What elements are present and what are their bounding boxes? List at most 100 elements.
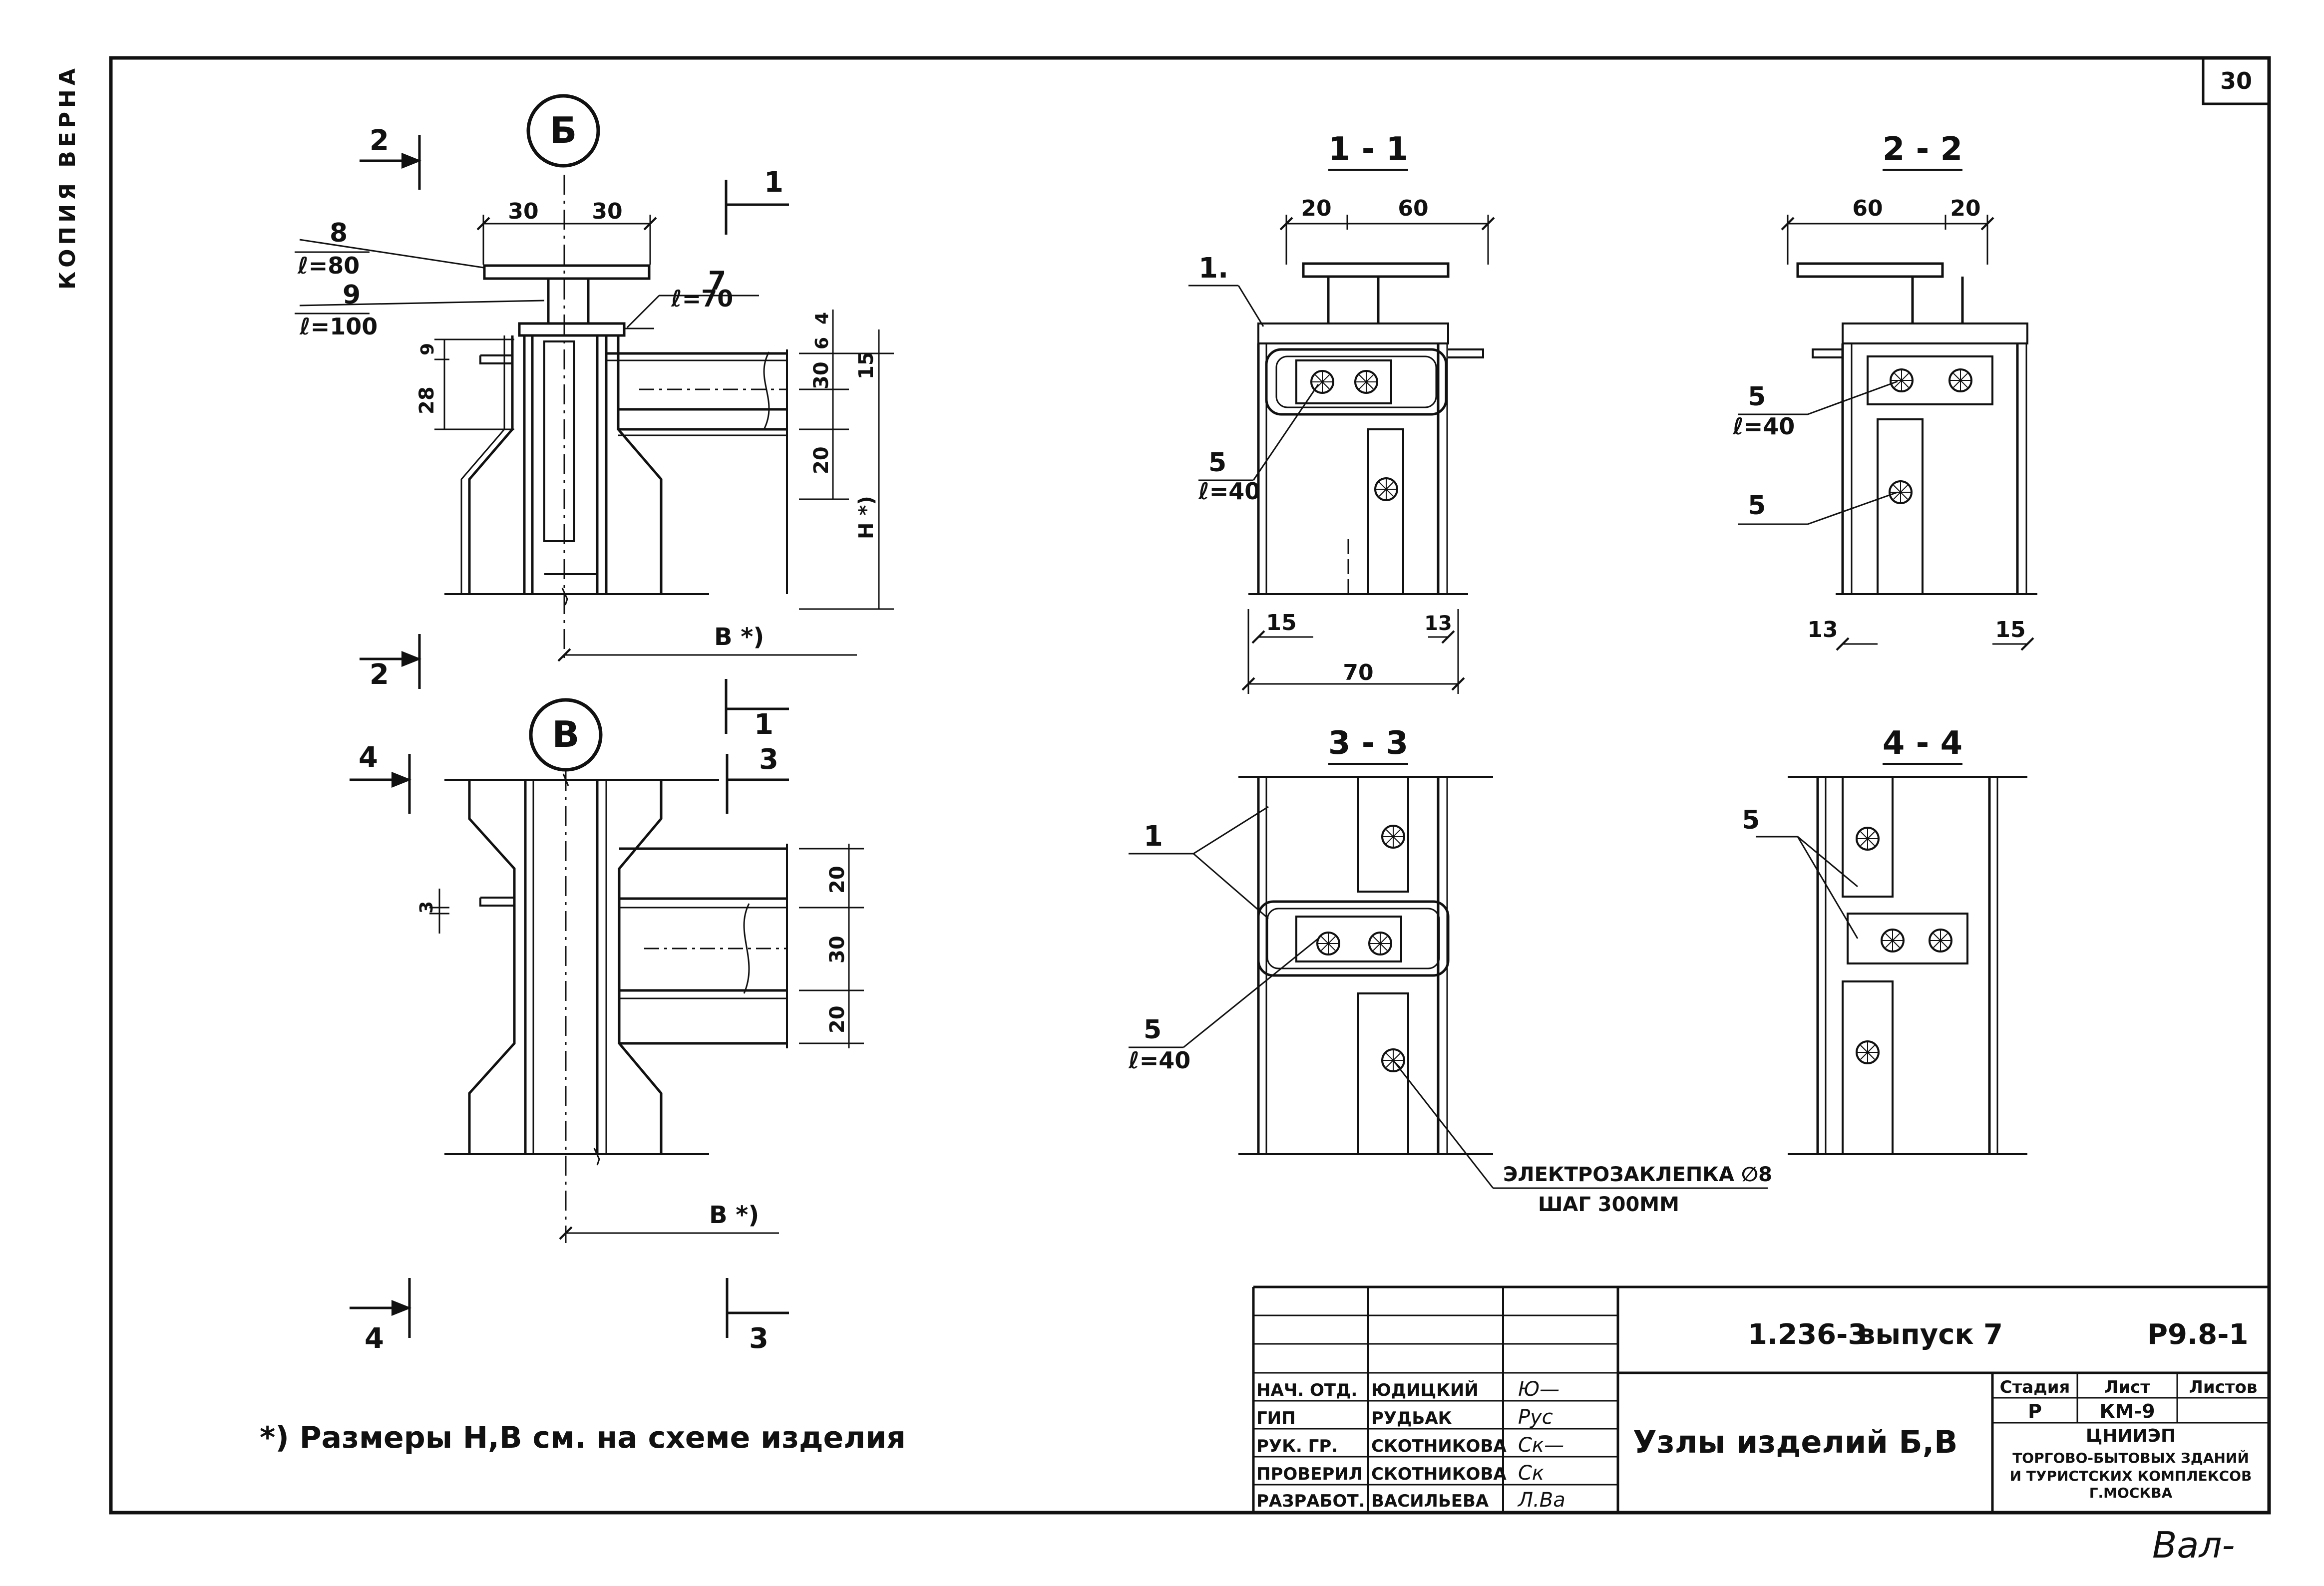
dim-11-13: 13: [1424, 612, 1452, 635]
labels: Б В 2 2 1 1 4 4 3 3 30 30 28 9 30 6 4 20…: [260, 109, 2026, 1455]
tb-code: 1.236-3: [1748, 1318, 1867, 1351]
dim-11-60: 60: [1398, 196, 1428, 221]
callout-7-len: ℓ=70: [671, 285, 733, 312]
callout-8-len: ℓ=80: [297, 252, 360, 279]
callout-5c: 5: [1748, 491, 1766, 521]
tb-sheet-code: Р9.8-1: [2147, 1318, 2248, 1351]
dim-b-30c: 30: [810, 361, 833, 389]
tb-title: Узлы изделий Б,В: [1633, 1424, 1957, 1460]
callout-8-num: 8: [330, 218, 348, 248]
tb-name-3: СКОТНИКОВА: [1371, 1464, 1507, 1484]
cut-1-top: 1: [764, 166, 783, 199]
callout-1a: 1.: [1198, 252, 1228, 285]
section-2-2-rivets: [1889, 368, 1972, 504]
title-block: [1252, 1285, 2269, 1513]
dim-b-9: 9: [417, 343, 438, 355]
dim-11-15: 15: [1266, 610, 1296, 635]
dim-b-28: 28: [415, 386, 438, 414]
page-number: 30: [2220, 67, 2252, 94]
tb-org2: ТОРГОВО-БЫТОВЫХ ЗДАНИЙ: [2012, 1449, 2249, 1466]
footer-signature: Вал-: [2152, 1524, 2235, 1566]
detail-v-mark-circle: [529, 698, 603, 772]
dim-b-b: В *): [714, 623, 764, 651]
callout-5b-num: 5: [1748, 382, 1766, 412]
detail-b: [295, 94, 894, 662]
section-3-3-title: 3 - 3: [1328, 725, 1408, 762]
tb-sheets-hdr: Листов: [2189, 1377, 2258, 1397]
cut-3-bottom: 3: [749, 1322, 769, 1355]
rivet-note-line1: ЭЛЕКТРОЗАКЛЕПКА ∅8: [1503, 1163, 1772, 1186]
tb-name-4: ВАСИЛЬЕВА: [1371, 1491, 1489, 1511]
dim-22-60: 60: [1852, 196, 1883, 221]
section-1-1-title: 1 - 1: [1328, 131, 1408, 168]
section-2-2-title: 2 - 2: [1883, 131, 1962, 168]
callout-9-num: 9: [343, 280, 361, 310]
callout-7-num: 7: [708, 266, 726, 296]
cut-2-bottom: 2: [370, 658, 389, 691]
tb-org4: Г.МОСКВА: [2089, 1485, 2173, 1501]
callout-5a-num: 5: [1208, 448, 1226, 478]
tb-sig-0: Ю—: [1518, 1378, 1559, 1401]
section-4-4-rivets: [1856, 827, 1952, 1064]
dim-v-20a: 20: [826, 866, 849, 894]
plate-7: [518, 322, 626, 337]
dim-v-30: 30: [826, 936, 849, 963]
callout-5d-len: ℓ=40: [1128, 1047, 1190, 1074]
section-2-2: [1738, 169, 2037, 651]
tb-sig-4: Л.Ва: [1517, 1489, 1565, 1512]
dim-b-4: 4: [812, 312, 832, 324]
tb-org3: И ТУРИСТСКИХ КОМПЛЕКСОВ: [2010, 1468, 2252, 1484]
plate-8: [483, 264, 651, 280]
title-block-text: 1.236-3 выпуск 7 Р9.8-1 Узлы изделий Б,В…: [1256, 1318, 2257, 1566]
rivet-note-line2: ШАГ 300ММ: [1538, 1193, 1679, 1216]
dim-b-6: 6: [812, 337, 832, 349]
tb-org1: ЦНИИЭП: [2086, 1426, 2176, 1446]
cut-4-bottom: 4: [365, 1322, 384, 1355]
tb-role-2: РУК. ГР.: [1256, 1436, 1338, 1456]
copy-stamp: КОПИЯ ВЕРНА: [55, 64, 80, 290]
dim-b-h: Н *): [855, 496, 878, 539]
detail-v-mark: В: [552, 713, 580, 755]
detail-b-mark: Б: [550, 109, 577, 151]
tb-role-1: ГИП: [1256, 1408, 1296, 1428]
dim-b-15: 15: [855, 351, 878, 379]
tb-role-0: НАЧ. ОТД.: [1256, 1380, 1357, 1400]
cut-4-top: 4: [359, 741, 378, 774]
tb-stage-hdr: Стадия: [2000, 1377, 2070, 1397]
cut-3-top: 3: [759, 743, 778, 776]
callout-5e: 5: [1742, 805, 1760, 835]
section-4-4-title: 4 - 4: [1883, 725, 1962, 762]
section-3-3-rivets: [1316, 825, 1405, 1072]
tb-role-3: ПРОВЕРИЛ: [1256, 1464, 1363, 1484]
callout-5a-len: ℓ=40: [1198, 478, 1260, 505]
tb-name-2: СКОТНИКОВА: [1371, 1436, 1507, 1456]
dim-11-70: 70: [1343, 660, 1373, 685]
dim-b-30b: 30: [592, 199, 622, 224]
tb-sig-1: Рус: [1518, 1406, 1553, 1429]
section-4-4: [1756, 763, 2027, 1155]
detail-b-mark-circle: [526, 94, 600, 168]
tb-stage: Р: [2028, 1400, 2042, 1422]
outer-frame: [109, 56, 2271, 1515]
dim-v-20b: 20: [826, 1005, 849, 1033]
page-number-box: [2202, 56, 2271, 105]
dim-b-20: 20: [810, 446, 833, 474]
tb-sig-2: Ск—: [1518, 1434, 1564, 1457]
section-cut-markers: [350, 135, 789, 1338]
callout-5b-len: ℓ=40: [1732, 413, 1795, 440]
dim-11-20: 20: [1301, 196, 1331, 221]
tb-name-0: ЮДИЦКИЙ: [1371, 1380, 1479, 1400]
tb-sheet: КМ-9: [2099, 1400, 2155, 1422]
tb-sig-3: Ск: [1518, 1462, 1544, 1485]
section-1-1: [1188, 169, 1495, 694]
tb-issue: выпуск 7: [1858, 1318, 2003, 1351]
detail-v: [429, 698, 864, 1243]
tb-sheet-hdr: Лист: [2104, 1377, 2150, 1397]
dim-22-20: 20: [1950, 196, 1980, 221]
dim-v-b: В *): [709, 1201, 759, 1229]
cut-2-top: 2: [370, 124, 389, 157]
callout-9-len: ℓ=100: [299, 313, 378, 340]
cut-1-bottom: 1: [754, 708, 774, 741]
section-1-1-rivets: [1310, 370, 1398, 501]
